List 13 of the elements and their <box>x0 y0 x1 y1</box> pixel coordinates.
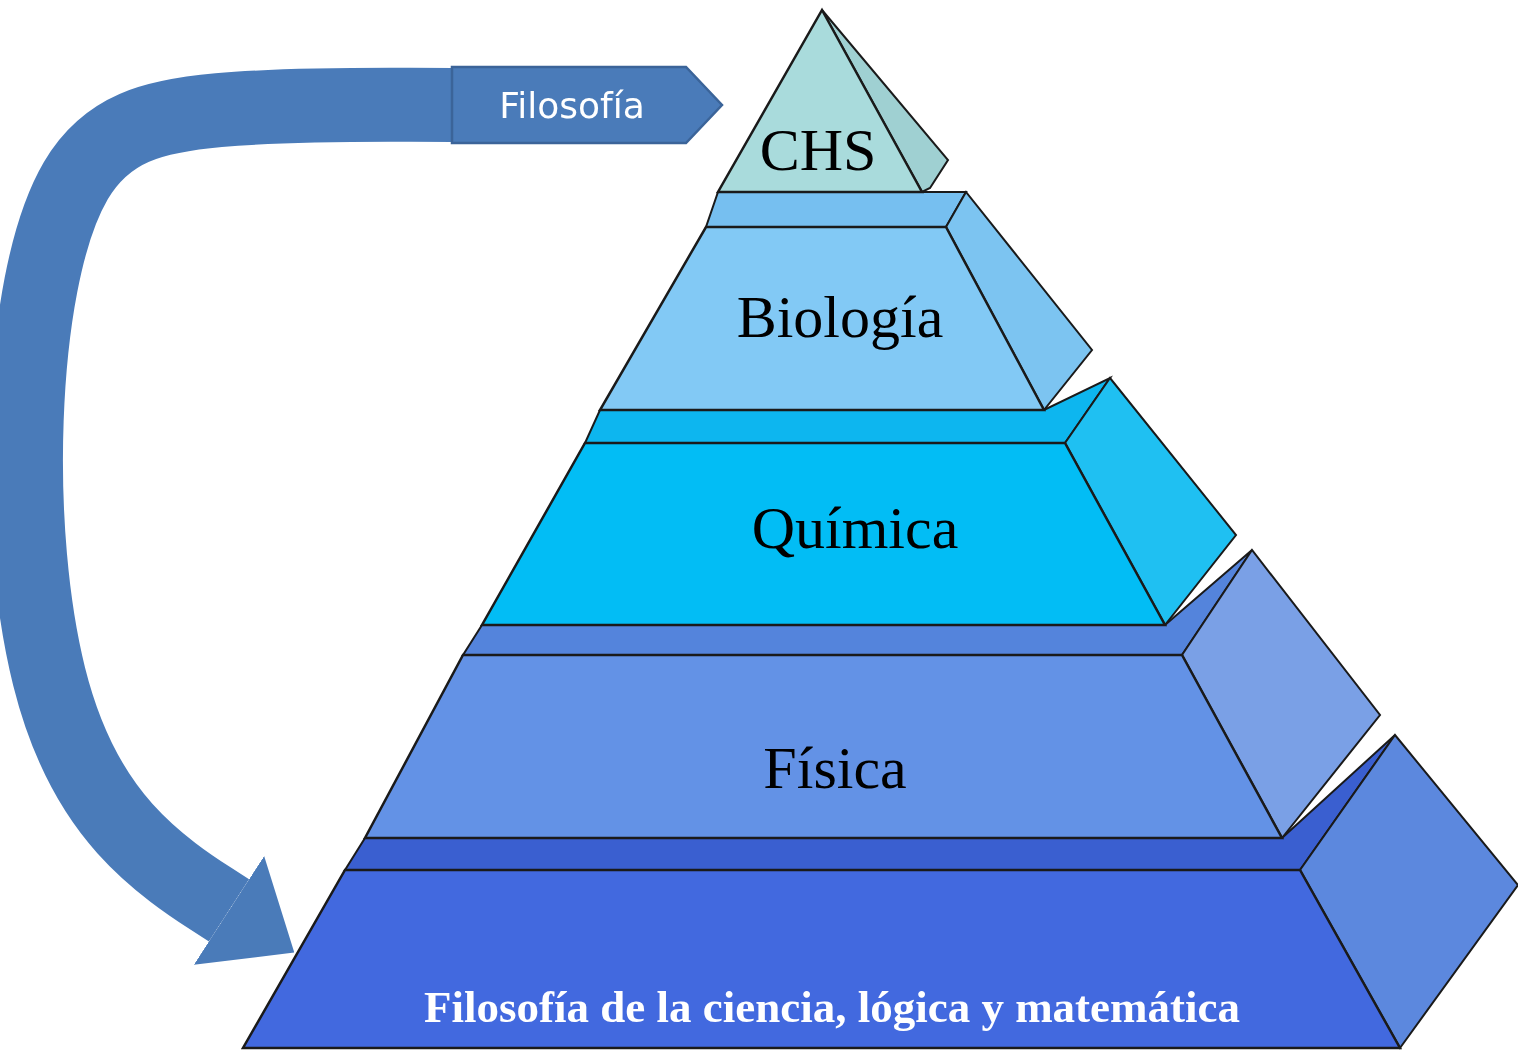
pyramid-apex <box>718 10 922 192</box>
curved-arrow <box>0 67 453 965</box>
tier-label: Filosofía de la ciencia, lógica y matemática <box>423 981 1241 1033</box>
tier-label: Química <box>751 493 959 563</box>
pyramid-base-tier <box>243 870 1400 1048</box>
pyramid-tier <box>482 443 1165 625</box>
tier-label: CHS <box>759 115 877 185</box>
pyramid-tier <box>600 227 1044 410</box>
tag-arrow-shape <box>452 67 722 143</box>
pyramid-tier <box>365 655 1282 838</box>
tier-label: Física <box>763 733 907 803</box>
tier-label: Biología <box>736 282 944 352</box>
tier-label: Filosofía <box>499 84 645 126</box>
